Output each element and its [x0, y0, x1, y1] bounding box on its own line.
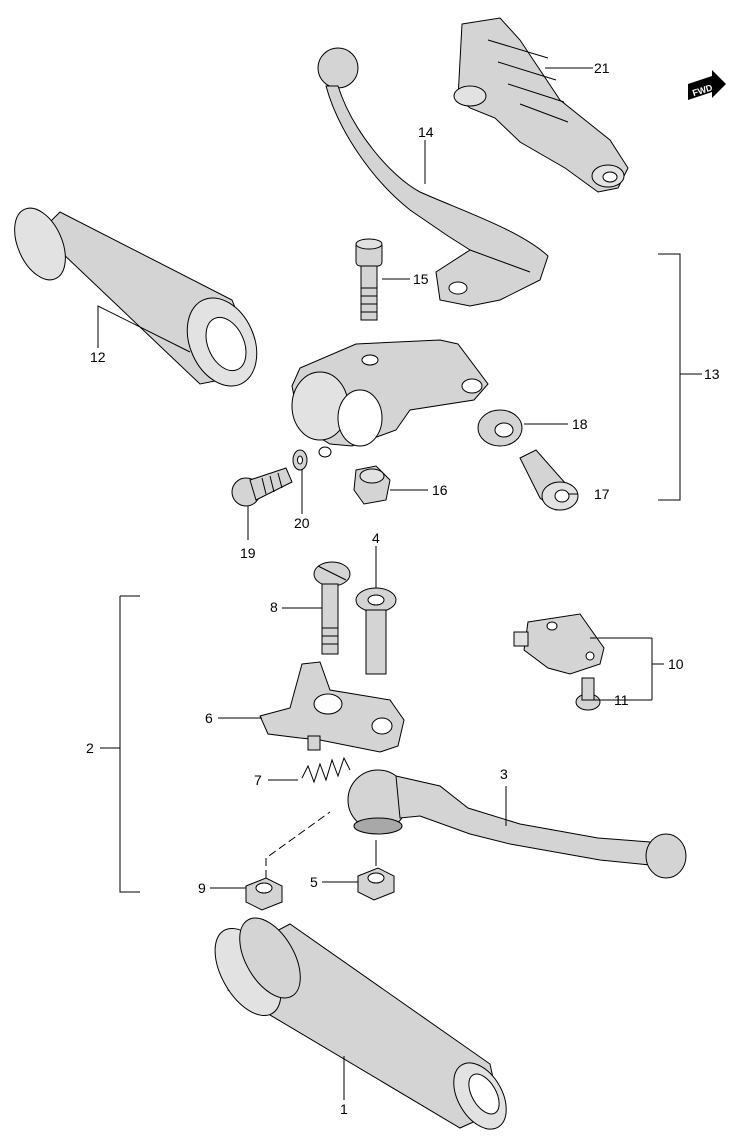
callout-2: 2	[86, 740, 94, 756]
leader-lines	[97, 67, 702, 1100]
callout-10: 10	[668, 656, 684, 672]
spring-nut-part	[245, 877, 283, 911]
clutch-lever-part	[317, 47, 549, 307]
cable-adjuster-part	[519, 449, 579, 511]
hand-lever-part	[347, 769, 687, 879]
callout-4: 4	[372, 530, 380, 546]
pivot-nut-part	[353, 465, 391, 505]
lever-bracket-part	[291, 339, 489, 458]
return-spring-part	[301, 756, 351, 784]
fwd-arrow-icon: FWD	[688, 70, 726, 100]
pivot-pin-nut-part	[357, 867, 395, 901]
callout-3: 3	[500, 766, 508, 782]
callout-8: 8	[270, 599, 278, 615]
throttle-grip-part	[214, 917, 507, 1130]
callout-5: 5	[310, 874, 318, 890]
brake-switch-part	[513, 613, 605, 675]
callout-11: 11	[614, 692, 629, 708]
callout-17: 17	[594, 486, 610, 502]
clamp-bolt-part	[231, 467, 293, 507]
callout-16: 16	[432, 482, 448, 498]
callout-9: 9	[198, 880, 206, 896]
pivot-pin-part	[355, 587, 397, 675]
lever-holder-part	[259, 661, 405, 753]
switch-screw-part	[575, 677, 601, 711]
callout-12: 12	[90, 349, 106, 365]
lever-bolt-part	[313, 561, 351, 655]
lever-cover-part	[453, 17, 629, 193]
callout-20: 20	[294, 515, 310, 531]
callout-1: 1	[340, 1101, 348, 1117]
callout-7: 7	[254, 772, 262, 788]
callout-21: 21	[594, 60, 610, 76]
pivot-bolt-part	[355, 238, 383, 321]
callout-6: 6	[205, 710, 213, 726]
callout-19: 19	[240, 545, 256, 561]
handlebar-grip-left-part	[14, 207, 258, 387]
callout-18: 18	[572, 416, 588, 432]
washer-part	[292, 449, 308, 471]
callouts: 21 14 15 12 13 18 17 16 19 20 4 8 10 11 …	[86, 60, 720, 1117]
adjuster-locknut-part	[477, 409, 523, 447]
callout-15: 15	[413, 271, 429, 287]
callout-13: 13	[704, 366, 720, 382]
callout-14: 14	[418, 124, 434, 140]
